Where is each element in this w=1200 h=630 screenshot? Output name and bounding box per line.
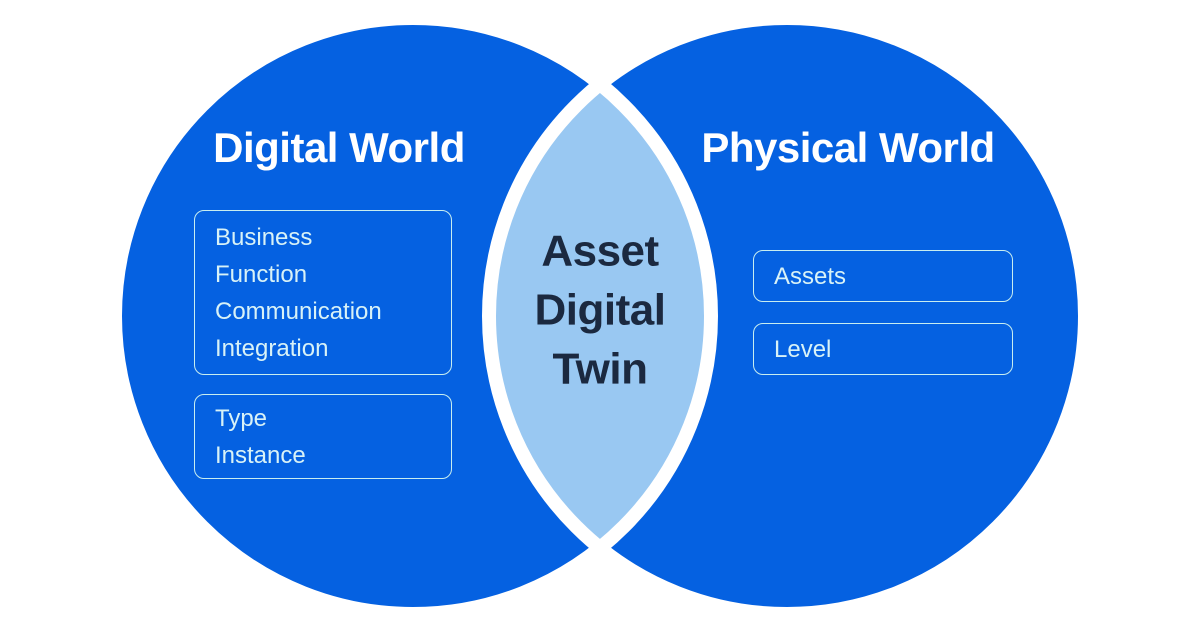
digital-world-item: Function (215, 260, 308, 288)
physical-world-item: Level (774, 335, 832, 363)
left-circle-outline (108, 11, 718, 621)
intersection-label-line: Asset (541, 226, 659, 276)
digital-world-box-2: Type Instance (194, 394, 452, 479)
digital-world-item: Communication (215, 297, 382, 325)
intersection-label-line: Twin (552, 344, 648, 394)
physical-world-item: Assets (774, 262, 847, 290)
digital-world-item: Integration (215, 334, 329, 362)
intersection-label: Asset Digital Twin (535, 222, 666, 399)
intersection-label-line: Digital (534, 285, 666, 335)
digital-world-item: Type (215, 404, 268, 432)
intersection-lens-shape (489, 84, 711, 548)
right-circle-outline (482, 11, 1092, 621)
physical-world-box-1: Assets (753, 250, 1013, 302)
right-circle-title: Physical World (701, 124, 995, 171)
physical-world-box-2: Level (753, 323, 1013, 375)
digital-world-item: Business (215, 223, 313, 251)
digital-world-item: Instance (215, 441, 306, 469)
digital-world-box-1: Business Function Communication Integrat… (194, 210, 452, 375)
left-circle-title: Digital World (213, 124, 465, 171)
